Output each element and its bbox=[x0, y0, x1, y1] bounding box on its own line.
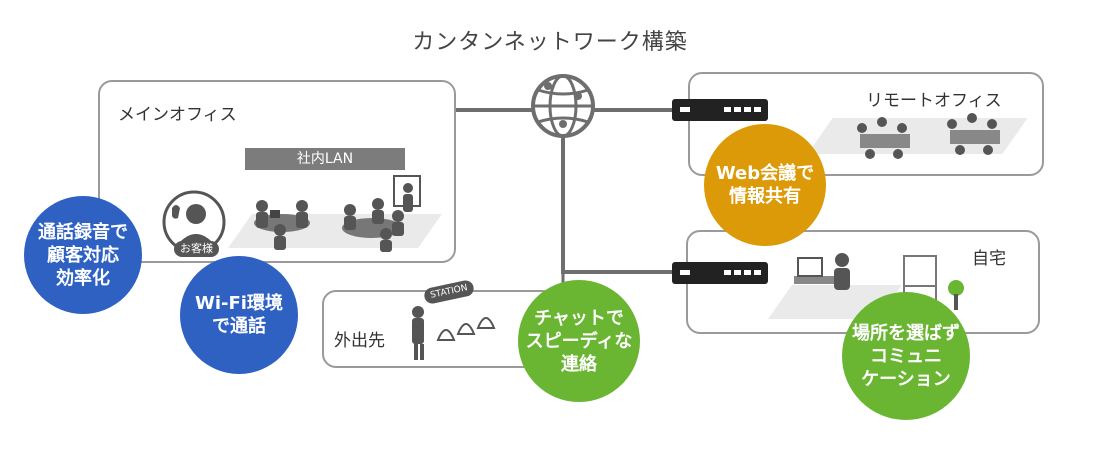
chat-bubble: チャットで スピーディな 連絡 bbox=[518, 280, 640, 402]
remote-office-label: リモートオフィス bbox=[866, 91, 1002, 111]
web-meeting-bubble: Web会議で 情報共有 bbox=[704, 124, 826, 246]
diagram-title: カンタンネットワーク構築 bbox=[412, 30, 688, 55]
outside-panel bbox=[322, 290, 556, 368]
office-desk-icon bbox=[254, 200, 310, 250]
office-people-illustration bbox=[254, 175, 421, 252]
home-router-icon bbox=[672, 262, 768, 284]
meeting-table-icon bbox=[342, 175, 421, 252]
customer-label: お客様 bbox=[174, 241, 219, 257]
anywhere-communication-bubble: 場所を選ばず コミュニ ケーション bbox=[842, 292, 970, 420]
home-link bbox=[561, 124, 674, 274]
outside-label: 外出先 bbox=[334, 331, 385, 351]
lan-bar: 社内LAN bbox=[245, 148, 405, 170]
home-label: 自宅 bbox=[972, 249, 1006, 269]
internet-globe-icon bbox=[531, 74, 595, 138]
remote-router-icon bbox=[672, 99, 768, 121]
station-bench-illustration bbox=[412, 306, 496, 360]
wifi-call-bubble: Wi-Fi環境 で通話 bbox=[180, 256, 298, 374]
remote-team-illustration bbox=[857, 113, 1000, 159]
call-record-bubble: 通話録音で 顧客対応 効率化 bbox=[24, 196, 142, 314]
main-office-label: メインオフィス bbox=[118, 105, 237, 125]
